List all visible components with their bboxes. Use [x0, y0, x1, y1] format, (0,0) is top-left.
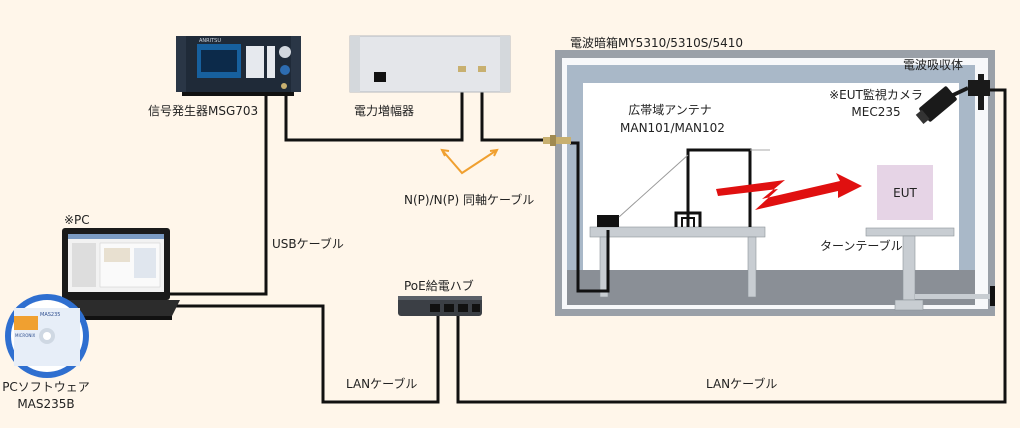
lan-cable-right: [456, 88, 1007, 404]
camera-label-line2: MEC235: [851, 105, 901, 119]
lan-cable-left-label: LANケーブル: [346, 377, 418, 391]
lan-cable-left: [172, 304, 440, 404]
turntable-icon: [865, 227, 995, 311]
cable-pointer: [440, 148, 499, 175]
usb-cable: [165, 96, 268, 296]
amplifier-icon: [349, 35, 511, 93]
laptop-icon: [44, 228, 180, 320]
coax-cable-label: N(P)/N(P) 同軸ケーブル: [404, 193, 535, 207]
radiation-arrow: [716, 173, 862, 210]
poe-hub-label: PoE給電ハブ: [404, 279, 474, 293]
usb-cable-label: USBケーブル: [272, 237, 344, 251]
camera-icon: [915, 74, 990, 125]
antenna-label-line1: 広帯域アンテナ: [628, 103, 712, 117]
coax-cable-1: [284, 70, 464, 142]
antenna-label-line2: MAN101/MAN102: [620, 121, 725, 135]
camera-label-line1: ※EUT監視カメラ: [829, 88, 923, 102]
feedthrough-connector: [543, 135, 571, 146]
signal-generator-screen-text: ANRITSU: [199, 38, 221, 44]
lan-cable-right-label: LANケーブル: [706, 377, 778, 391]
pc-label: ※PC: [64, 213, 90, 227]
chamber-title: 電波暗箱MY5310/5310S/5410: [570, 36, 744, 50]
coax-cable-inside: [570, 141, 610, 293]
software-label-line2: MAS235B: [17, 397, 75, 411]
poe-hub-icon: [398, 296, 482, 316]
eut-box: [877, 165, 933, 220]
software-label-line1: PCソフトウェア: [2, 380, 90, 394]
turntable-label: ターンテーブル: [820, 239, 903, 253]
coax-cable-2: [480, 70, 545, 142]
disc-brand: MICRONIX: [15, 333, 36, 338]
signal-generator-label: 信号発生器MSG703: [148, 104, 259, 118]
absorber-label: 電波吸収体: [903, 58, 964, 72]
eut-label: EUT: [893, 186, 917, 200]
software-disc-icon: [5, 294, 89, 378]
signal-generator-icon: [176, 36, 301, 96]
disc-title: MAS235: [40, 312, 61, 318]
amplifier-label: 電力増幅器: [354, 104, 415, 118]
cables: [165, 70, 1007, 404]
